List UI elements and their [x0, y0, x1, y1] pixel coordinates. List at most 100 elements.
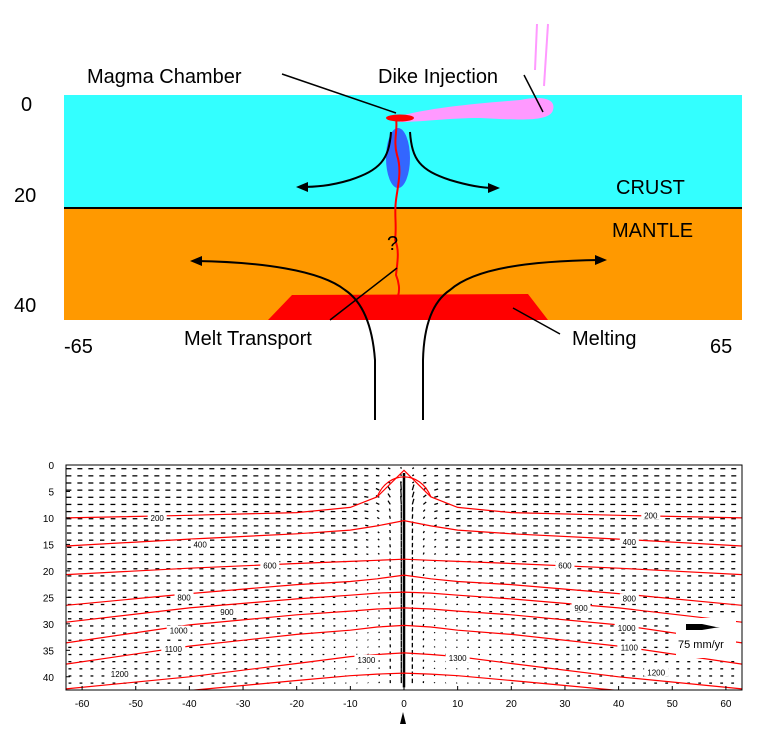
distance-label: -65 [64, 336, 93, 358]
velocity-vector [434, 545, 437, 548]
velocity-vector [400, 481, 402, 491]
velocity-vector [433, 617, 436, 620]
x-tick-label: 40 [613, 699, 625, 710]
isotherm-label: 800 [623, 594, 637, 603]
x-tick-label: -10 [343, 699, 358, 710]
y-tick-label: 5 [48, 487, 54, 498]
y-tick-label: 35 [43, 646, 55, 657]
velocity-vector [367, 674, 369, 677]
velocity-vector [422, 545, 425, 548]
velocity-vector [366, 589, 369, 591]
velocity-vector [378, 602, 380, 605]
x-tick-label: -60 [75, 699, 90, 710]
velocity-vector [378, 588, 380, 591]
isotherm-label-bg [174, 592, 194, 602]
velocity-vector [411, 484, 415, 491]
x-tick-label: 60 [720, 699, 732, 710]
isotherm-1200 [66, 652, 742, 690]
velocity-vector [422, 566, 425, 569]
x-tick-label: 50 [667, 699, 679, 710]
ridge-schematic: Magma Chamber Dike Injection CRUST MANTL… [14, 23, 742, 420]
velocity-vector [433, 588, 436, 591]
isotherm-label: 1300 [449, 654, 467, 663]
velocity-vector [366, 553, 369, 556]
pointer-melting [512, 307, 561, 335]
label-mantle: MANTLE [612, 220, 693, 242]
velocity-vector [364, 517, 369, 520]
velocity-vector [366, 567, 369, 570]
velocity-vector [365, 524, 369, 527]
isotherm-label: 1100 [621, 644, 639, 653]
isotherm-label-bg [641, 510, 661, 520]
isotherm-label: 1300 [358, 656, 376, 665]
depth-label: 0 [21, 94, 32, 116]
isotherm-label-bg [161, 644, 186, 654]
velocity-vector [366, 574, 369, 577]
x-tick-label: -40 [182, 699, 197, 710]
arrow-head-icon [488, 183, 500, 193]
velocity-vector [378, 595, 380, 598]
y-tick-label: 15 [43, 540, 55, 551]
velocity-vector [366, 596, 369, 598]
velocity-vector [364, 495, 369, 498]
isotherm-label: 200 [644, 511, 658, 520]
velocity-vector [387, 493, 391, 498]
velocity-vector [387, 486, 391, 491]
velocity-vector [422, 537, 425, 541]
ridge-axis-marker-icon [400, 712, 406, 724]
isotherm-label: 400 [623, 538, 637, 547]
velocity-vector [433, 610, 436, 613]
velocity-vector [433, 553, 437, 556]
velocity-vector [387, 474, 391, 477]
velocity-vector [376, 516, 380, 520]
crust-flow-right [409, 131, 495, 189]
x-tick-label: 0 [401, 699, 407, 710]
velocity-vector [422, 573, 425, 577]
velocity-vector [377, 567, 380, 570]
velocity-vector [422, 530, 425, 534]
label-dike-injection: Dike Injection [378, 66, 498, 88]
isotherms [66, 469, 742, 690]
label-magma-chamber: Magma Chamber [87, 66, 242, 88]
isotherm-900 [66, 591, 742, 623]
velocity-vectors [66, 466, 737, 688]
velocity-vector [367, 646, 369, 648]
x-tick-label: 10 [452, 699, 464, 710]
velocity-vector [422, 516, 426, 520]
velocity-vector [377, 545, 380, 548]
velocity-vector [366, 581, 369, 584]
arrow-head-icon [296, 182, 308, 192]
velocity-vector [411, 498, 415, 505]
velocity-vector [434, 538, 437, 541]
velocity-vector [377, 574, 380, 577]
velocity-vector [400, 488, 402, 498]
velocity-vector [434, 488, 439, 491]
isotherm-label: 400 [193, 540, 207, 549]
velocity-vector [388, 515, 391, 519]
velocity-vector [433, 567, 436, 570]
velocity-vector [377, 538, 380, 541]
velocity-vector [367, 667, 369, 670]
isotherm-label: 1000 [170, 627, 188, 636]
velocity-vector [434, 531, 437, 534]
velocity-vector [367, 631, 369, 634]
isotherm-label: 200 [151, 514, 165, 523]
isotherm-label: 800 [177, 593, 191, 602]
velocity-vector [434, 510, 438, 513]
velocity-vector [389, 537, 391, 541]
velocity-vector [433, 631, 436, 634]
magma-chamber [386, 114, 414, 122]
isotherm-label: 1200 [647, 669, 665, 678]
velocity-vector [411, 481, 415, 484]
velocity-vector [364, 488, 369, 491]
velocity-vector [365, 531, 369, 534]
label-question: ? [387, 233, 398, 255]
velocity-temperature-plot: 2004006008009001000110012001300200400600… [43, 461, 743, 724]
label-melt-transport: Melt Transport [184, 328, 312, 350]
velocity-vector [367, 682, 369, 684]
isotherm-label: 1000 [618, 624, 636, 633]
velocity-vector [422, 494, 427, 498]
isotherm-200 [66, 469, 742, 519]
legend-box [676, 618, 736, 658]
